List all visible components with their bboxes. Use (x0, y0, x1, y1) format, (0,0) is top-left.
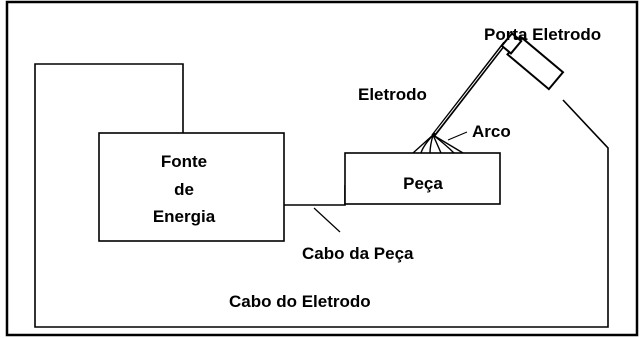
electrode-cable (34, 63, 609, 328)
outer-frame (5, 0, 639, 337)
power-source-label-3: Energia (153, 207, 216, 226)
power-source-label-1: Fonte (161, 152, 207, 171)
electrode-holder-label: Porta Eletrodo (484, 25, 601, 44)
workpiece-box (344, 152, 501, 205)
electrode-rod-highlight (434, 42, 506, 134)
arc-label: Arco (472, 122, 511, 141)
electrode-label: Eletrodo (358, 85, 427, 104)
work-cable-label: Cabo da Peça (302, 244, 414, 263)
electrode-holder (500, 32, 565, 91)
power-source-box (98, 132, 285, 242)
power-source-label-2: de (174, 180, 194, 199)
arc-rays (412, 134, 464, 154)
work-cable-pointer (313, 207, 341, 233)
electrode-cable-label: Cabo do Eletrodo (229, 292, 371, 311)
workpiece-label: Peça (403, 174, 443, 193)
work-cable (284, 185, 346, 206)
arc-pointer (447, 131, 468, 141)
